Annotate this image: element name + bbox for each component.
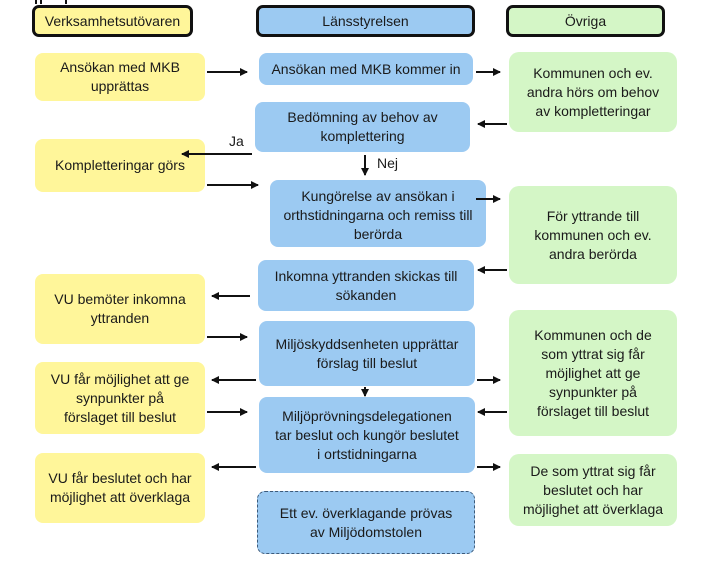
edge-mark <box>35 0 37 4</box>
edge-mark <box>65 0 67 4</box>
step-vu-overklaga: VU får beslutet och har möjlighet att öv… <box>35 453 205 523</box>
step-bedomning: Bedömning av behov av komplettering <box>255 102 470 152</box>
step-de-som-yttrat: De som yttrat sig får beslutet och har m… <box>509 454 677 526</box>
step-miljoskyddsenheten: Miljöskyddsenheten upprättar förslag til… <box>259 321 475 386</box>
label-ja: Ja <box>229 133 244 149</box>
step-miljodomstolen: Ett ev. överklagande prövas av Miljödoms… <box>257 491 475 554</box>
step-vu-bemoter: VU bemöter inkomna yttranden <box>35 274 205 344</box>
step-kommunen-hors: Kommunen och ev. andra hörs om behov av … <box>509 52 677 132</box>
step-inkomna-yttranden: Inkomna yttranden skickas till sökanden <box>258 260 474 311</box>
step-miljoprovningsdelegationen: Miljöprövningsdelegationen tar beslut oc… <box>259 397 475 473</box>
step-for-yttrande: För yttrande till kommunen och ev. andra… <box>509 186 677 284</box>
header-ovriga: Övriga <box>506 5 665 37</box>
header-lansstyrelsen: Länsstyrelsen <box>256 5 475 37</box>
step-ansokan-kommer-in: Ansökan med MKB kommer in <box>259 53 473 85</box>
step-ansokan-upprattas: Ansökan med MKB upprättas <box>35 53 205 101</box>
step-kompletteringar-gors: Kompletteringar görs <box>35 139 205 192</box>
label-nej: Nej <box>377 155 399 171</box>
step-kungorelse: Kungörelse av ansökan i orthstidningarna… <box>270 180 486 247</box>
edge-mark <box>40 0 42 4</box>
step-vu-synpunkter: VU får möjlighet att ge synpunkter på fö… <box>35 362 205 434</box>
header-verksamhetsutovaren: Verksamhetsutövaren <box>32 5 193 37</box>
step-kommunen-synpunkter: Kommunen och de som yttrat sig får möjli… <box>509 310 677 436</box>
